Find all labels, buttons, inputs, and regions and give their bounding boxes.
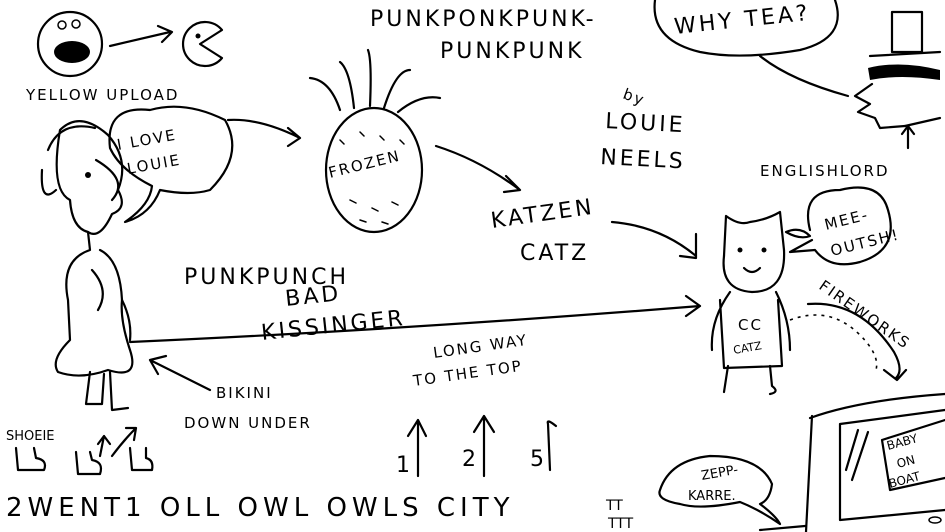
arrow-icon (610, 220, 698, 260)
cat-shirt-catz: CATZ (732, 339, 763, 357)
pacman-icon (181, 20, 224, 68)
cat-bubble (788, 186, 892, 266)
cat-shirt-cc: CC (738, 316, 763, 334)
boat-sign-line-1: BABY (885, 431, 920, 453)
arrow-icon (108, 24, 174, 48)
byline-first-name: LOUIE (605, 109, 686, 138)
up-arrow-1-icon (406, 418, 428, 478)
long-way-line-2: TO THE TOP (411, 357, 524, 390)
shoes-drawing (14, 426, 154, 476)
tt-line-1: TT (605, 498, 623, 514)
love-bubble-line-1: I LOVE (116, 126, 179, 154)
love-bubble (108, 105, 234, 224)
cat-bubble-line-1: MEE- (823, 205, 871, 233)
zepp-bubble-line-2: KARRE. (688, 489, 736, 504)
tt-line-2: TTT (607, 516, 634, 532)
bad-label: BAD (284, 281, 342, 312)
yellow-upload-label: YELLOW UPLOAD (25, 86, 179, 104)
kissinger-label: KISSINGER (260, 306, 407, 346)
arrow-icon (806, 302, 908, 382)
long-arrow-icon (128, 294, 702, 344)
arrow-number-5: 5 (530, 447, 547, 472)
girl-figure-drawing (40, 120, 134, 412)
bottom-line-text: 2WENT1 OLL OWL OWLS CITY (6, 493, 514, 523)
catz-label: CATZ (520, 241, 589, 266)
smiley-face-icon (36, 10, 104, 78)
pineapple-drawing (308, 48, 442, 234)
why-tea-text: WHY TEA? (673, 1, 812, 40)
punkpunch-label: PUNKPUNCH (184, 265, 349, 290)
why-tea-bubble (653, 0, 839, 57)
arrow-icon (226, 118, 302, 148)
zepp-bubble-line-1: ZEPP- (700, 463, 740, 484)
pineapple-label: FROZEN (327, 147, 403, 182)
bikini-line-1: BIKINI (216, 384, 273, 402)
love-bubble-line-2: LOUIE (126, 151, 183, 178)
boat-sign-line-2: ON (895, 453, 916, 471)
byline-by: by (621, 85, 648, 110)
katzen-label: KATZEN (489, 195, 596, 234)
english-lord-drawing (853, 10, 942, 150)
cat-drawing (710, 210, 812, 396)
arrow-number-1: 1 (396, 453, 413, 478)
bikini-line-2: DOWN UNDER (184, 414, 312, 432)
zepp-bubble (658, 454, 782, 526)
up-arrow-5-icon (546, 420, 558, 472)
fireworks-trail (789, 314, 878, 371)
shoeie-label: SHOEIE (6, 429, 55, 444)
title-line-1: PUNKPONKPUNK- (370, 7, 597, 32)
byline-last-name: NEELS (600, 145, 687, 174)
arrow-icon (148, 354, 212, 392)
arrow-icon (434, 144, 522, 194)
arrow-number-2: 2 (462, 447, 479, 472)
english-lord-label: ENGLISHLORD (760, 162, 890, 180)
fireworks-label: FIREWORKS (816, 277, 914, 353)
up-arrow-2-icon (472, 414, 496, 478)
boat-window-drawing (758, 392, 945, 532)
title-line-2: PUNKPUNK (440, 39, 585, 64)
